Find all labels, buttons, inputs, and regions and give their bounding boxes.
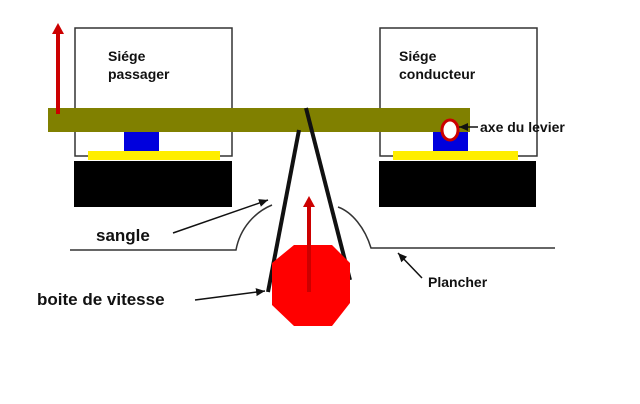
leader-arrow-icon (397, 252, 423, 279)
strap-label: sangle (96, 226, 150, 245)
leader-arrow-icon (172, 199, 269, 234)
passenger-seat-label-line2: passager (108, 66, 170, 82)
passenger-seat-rail (88, 151, 220, 160)
lever-axis-label: axe du levier (480, 119, 565, 135)
driver-seat-label-line2: conducteur (399, 66, 476, 82)
pivot-circle-icon (440, 118, 460, 142)
lever-bar (48, 108, 470, 132)
driver-seat-base (379, 161, 536, 207)
driver-seat-rail (393, 151, 518, 160)
passenger-seat-bracket (124, 130, 159, 152)
floor-label: Plancher (428, 274, 488, 290)
strap-right (304, 107, 352, 281)
gearbox-label: boite de vitesse (37, 290, 165, 309)
driver-seat-label-line1: Siége (399, 48, 437, 64)
passenger-seat-base (74, 161, 232, 207)
passenger-seat-label-line1: Siége (108, 48, 146, 64)
leader-arrow-icon (194, 288, 266, 301)
floor-line (70, 204, 555, 251)
